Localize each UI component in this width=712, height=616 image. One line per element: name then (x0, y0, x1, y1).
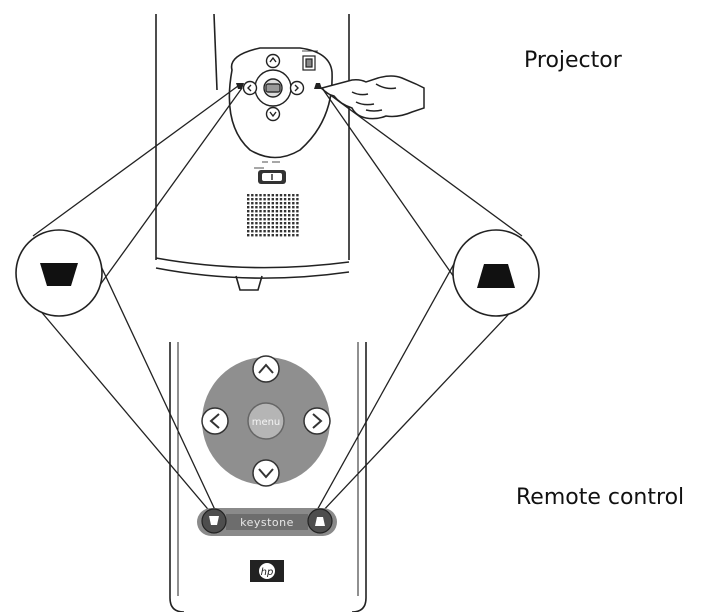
projector-down-button[interactable] (265, 106, 281, 122)
projector-source-button[interactable] (258, 170, 286, 184)
trapezoid-icon (315, 517, 325, 526)
inverted-trapezoid-icon (209, 516, 219, 525)
pointing-hand-icon (320, 75, 425, 120)
remote-right-button[interactable] (303, 407, 331, 435)
remote-up-button[interactable] (252, 355, 280, 383)
projector (155, 13, 350, 291)
projector-dpad (242, 53, 305, 122)
keystone-label: keystone (240, 516, 294, 529)
projector-label: Projector (524, 48, 622, 73)
projector-left-button[interactable] (242, 80, 258, 96)
chevron-right-icon (312, 413, 323, 429)
inverted-trapezoid-icon (40, 263, 78, 286)
chevron-left-icon (209, 413, 220, 429)
keystone-up-callout (452, 229, 540, 317)
menu-button-label: menu (252, 417, 281, 428)
remote-left-button[interactable] (201, 407, 229, 435)
callout-lines (32, 85, 523, 515)
projector-power-button[interactable] (302, 50, 318, 71)
menu-button[interactable] (247, 402, 285, 440)
trapezoid-icon (477, 264, 515, 288)
projector-up-button[interactable] (265, 53, 281, 69)
chevron-down-icon (258, 468, 274, 479)
projector-right-button[interactable] (289, 80, 305, 96)
projector-keystone-down-button[interactable] (236, 83, 244, 89)
remote-down-button[interactable] (252, 459, 280, 487)
keystone-down-callout (15, 229, 103, 317)
remote-control-label: Remote control (516, 485, 685, 510)
keystone-bar: keystone (197, 508, 337, 536)
remote-keystone-down-button[interactable] (201, 508, 227, 534)
hp-logo-text: hp (261, 567, 274, 578)
hp-logo: hp (250, 560, 284, 582)
remote-dpad: menu (201, 355, 331, 487)
speaker-grille (245, 192, 301, 238)
remote-keystone-up-button[interactable] (307, 508, 333, 534)
chevron-up-icon (258, 363, 274, 374)
